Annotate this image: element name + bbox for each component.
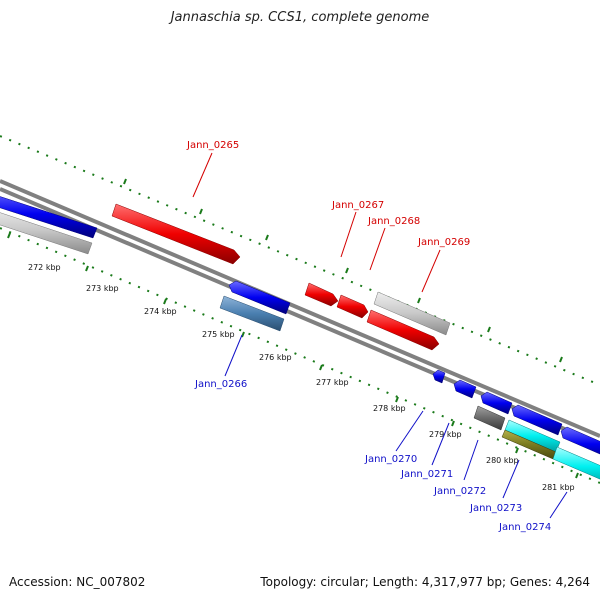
- gene-label-jann-0265[interactable]: Jann_0265: [186, 140, 239, 151]
- scale-label: 280 kbp: [486, 456, 519, 465]
- gene-feature[interactable]: [0, 206, 93, 255]
- gene-feature-jann-0266[interactable]: [228, 280, 291, 315]
- gene-feature[interactable]: [366, 309, 440, 351]
- gene-feature-jann-0273[interactable]: [511, 404, 563, 436]
- gene-label-jann-0266[interactable]: Jann_0266: [194, 379, 247, 390]
- scale-label: 275 kbp: [202, 330, 235, 339]
- gene-label-jann-0273[interactable]: Jann_0273: [469, 503, 522, 514]
- gene-label-jann-0271[interactable]: Jann_0271: [400, 469, 453, 480]
- gene-label-jann-0270[interactable]: Jann_0270: [364, 454, 417, 465]
- gene-labels: Jann_0265 Jann_0267 Jann_0268 Jann_0269 …: [186, 140, 551, 533]
- scale-labels: 272 kbp 273 kbp 274 kbp 275 kbp 276 kbp …: [28, 263, 575, 492]
- gene-feature[interactable]: [473, 405, 506, 431]
- scale-label: 279 kbp: [429, 430, 462, 439]
- gene-label-jann-0274[interactable]: Jann_0274: [498, 522, 551, 533]
- scale-label: 274 kbp: [144, 307, 177, 316]
- inner-tick-track: [0, 227, 600, 484]
- gene-feature-jann-0267[interactable]: [304, 282, 339, 307]
- scale-label: 281 kbp: [542, 483, 575, 492]
- gene-feature-jann-0268[interactable]: [336, 294, 369, 319]
- gene-feature[interactable]: [0, 190, 98, 239]
- gene-label-jann-0269[interactable]: Jann_0269: [417, 237, 470, 248]
- scale-label: 278 kbp: [373, 404, 406, 413]
- page-title: Jannaschia sp. CCS1, complete genome: [170, 10, 430, 25]
- gene-feature[interactable]: [219, 295, 285, 332]
- gene-features: [0, 190, 600, 486]
- gene-feature[interactable]: [552, 446, 600, 486]
- gene-label-jann-0268[interactable]: Jann_0268: [367, 216, 420, 227]
- label-leaders: [192, 152, 568, 519]
- gene-feature-jann-0265[interactable]: [111, 203, 241, 265]
- gene-feature-jann-0270[interactable]: [432, 369, 446, 384]
- accession-text: Accession: NC_007802: [9, 575, 146, 589]
- outer-tick-track: [0, 135, 600, 386]
- gene-feature-jann-0274[interactable]: [560, 426, 600, 461]
- gene-label-jann-0272[interactable]: Jann_0272: [433, 486, 486, 497]
- scale-label: 276 kbp: [259, 353, 292, 362]
- scale-label: 272 kbp: [28, 263, 61, 272]
- gene-feature-jann-0271[interactable]: [453, 379, 477, 399]
- gene-label-jann-0267[interactable]: Jann_0267: [331, 200, 384, 211]
- scale-label: 273 kbp: [86, 284, 119, 293]
- gene-feature-jann-0269[interactable]: [373, 291, 451, 336]
- scale-label: 277 kbp: [316, 378, 349, 387]
- gene-feature-jann-0272[interactable]: [480, 391, 513, 415]
- genome-stats-text: Topology: circular; Length: 4,317,977 bp…: [260, 575, 590, 589]
